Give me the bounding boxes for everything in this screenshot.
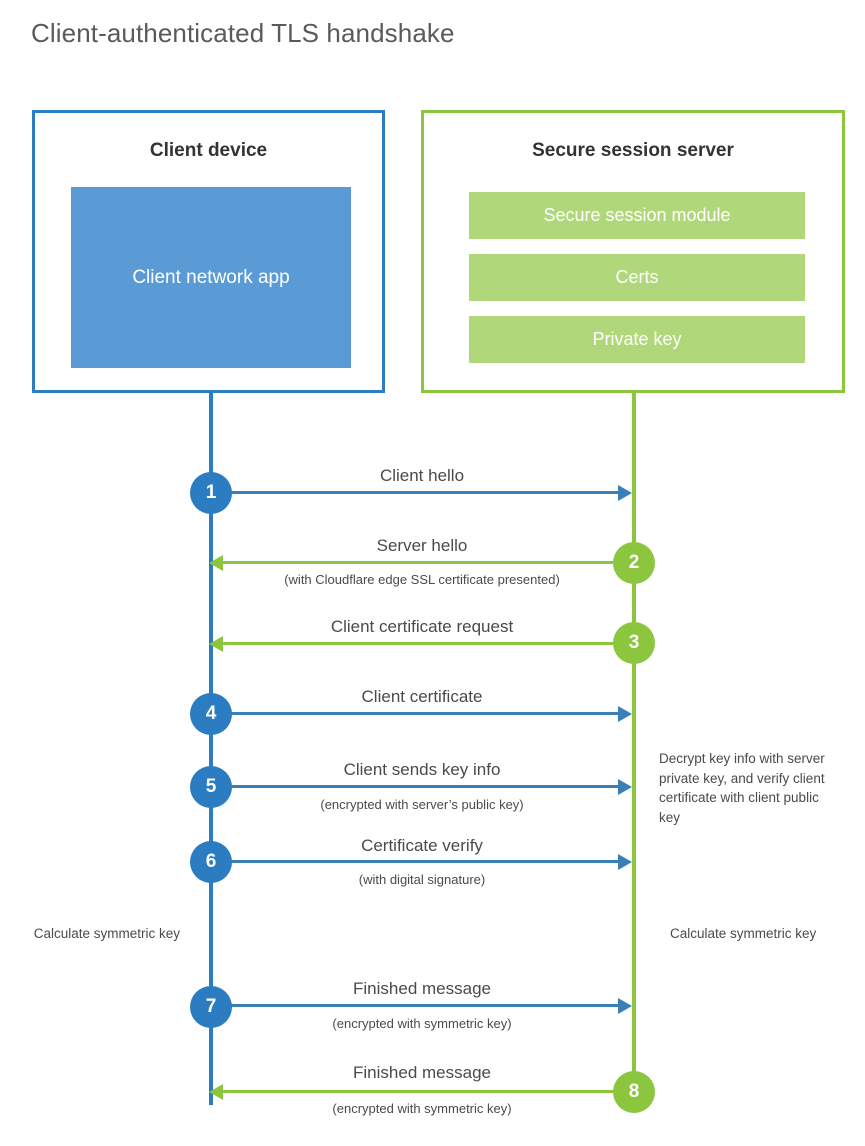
client-device-panel: Client device Client network app [32,110,385,393]
step-8-arrow-line [222,1090,632,1093]
step-4-arrow-head [618,706,632,722]
step-4-arrow-line [211,712,621,715]
server-decrypt-annotation: Decrypt key info with server private key… [659,751,825,825]
step-3-arrow-line [222,642,632,645]
step-7-label: Finished message [353,979,491,998]
step-1-marker[interactable]: 1 [190,472,232,514]
step-5-marker[interactable]: 5 [190,766,232,808]
step-6-arrow-head [618,854,632,870]
step-8-label: Finished message [353,1063,491,1082]
step-2-sublabel: (with Cloudflare edge SSL certificate pr… [284,572,560,587]
step-5-arrow-head [618,779,632,795]
step-5-arrow-line [211,785,621,788]
step-7-sublabel: (encrypted with symmetric key) [332,1016,512,1031]
step-4-label: Client certificate [361,687,483,706]
step-5-sublabel: (encrypted with server’s public key) [320,797,524,812]
page-title: Client-authenticated TLS handshake [31,18,455,48]
step-7-arrow-head [618,998,632,1014]
private-key-bar: Private key [469,316,805,363]
step-3-label: Client certificate request [330,617,514,636]
step-4-marker[interactable]: 4 [190,693,232,735]
step-2-label: Server hello [376,536,468,555]
client-lifeline [209,393,213,1105]
step-7-arrow-line [211,1004,621,1007]
secure-session-module-bar: Secure session module [469,192,805,239]
step-2-marker[interactable]: 2 [613,542,655,584]
step-6-marker[interactable]: 6 [190,841,232,883]
step-1-label: Client hello [379,466,465,485]
step-2-arrow-line [222,561,632,564]
step-6-label: Certificate verify [361,836,483,855]
step-5-label: Client sends key info [343,760,501,779]
client-calculate-symmetric-key-annotation: Calculate symmetric key [33,926,180,941]
step-8-marker[interactable]: 8 [613,1071,655,1113]
step-8-sublabel: (encrypted with symmetric key) [332,1101,512,1116]
step-1-arrow-head [618,485,632,501]
server-lifeline [632,393,636,1093]
secure-session-server-title: Secure session server [532,140,734,161]
server-calculate-symmetric-key-annotation: Calculate symmetric key [670,926,817,941]
step-6-arrow-line [211,860,621,863]
step-6-sublabel: (with digital signature) [358,872,486,887]
client-network-app-box: Client network app [71,187,351,368]
step-3-marker[interactable]: 3 [613,622,655,664]
step-8-arrow-head [209,1084,223,1100]
client-device-title: Client device [149,140,268,161]
step-3-arrow-head [209,636,223,652]
step-2-arrow-head [209,555,223,571]
step-1-arrow-line [211,491,621,494]
certs-bar: Certs [469,254,805,301]
step-7-marker[interactable]: 7 [190,986,232,1028]
secure-session-server-panel: Secure session server Secure session mod… [421,110,845,393]
